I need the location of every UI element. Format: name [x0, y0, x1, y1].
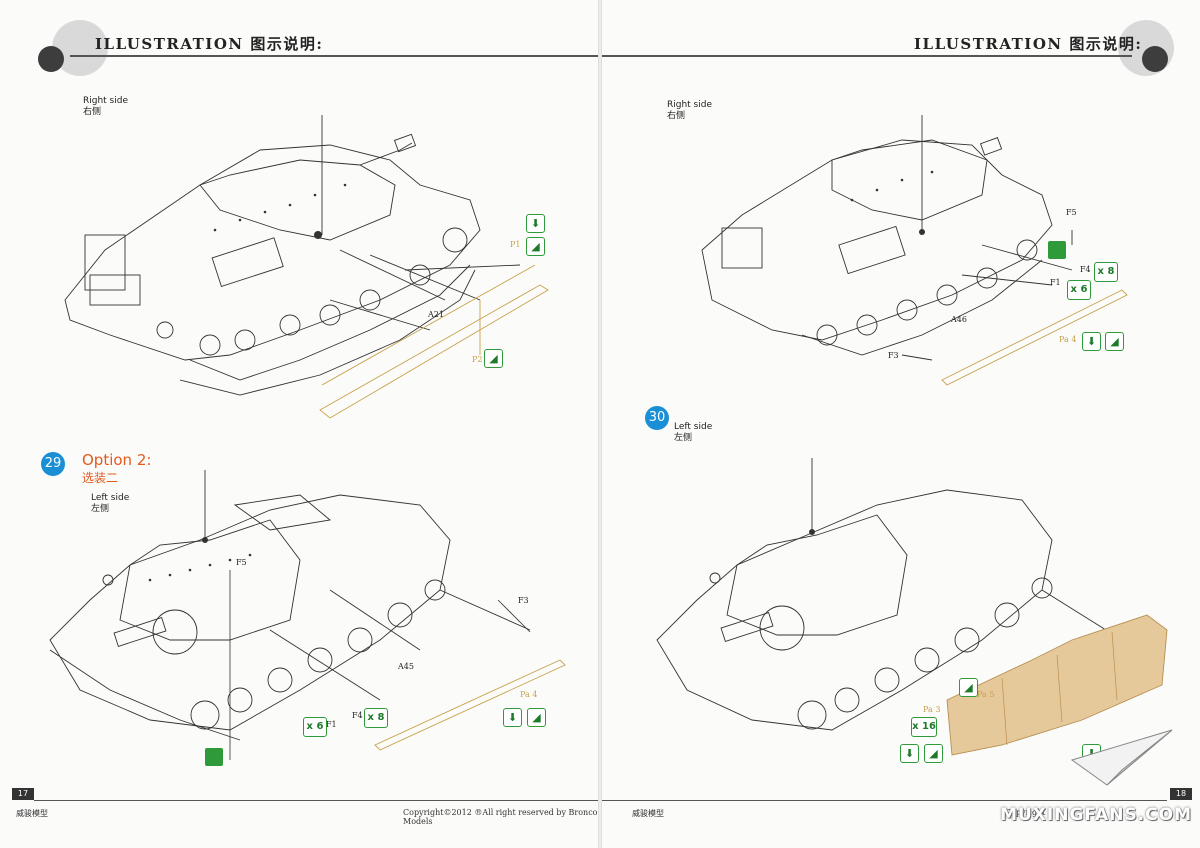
page-title: ILLUSTRATION 图示说明:	[914, 35, 1143, 53]
page-gutter	[598, 0, 602, 848]
side-label-zh: 右侧	[83, 107, 102, 117]
cement-icon	[1048, 241, 1066, 259]
quantity-badge: x 8	[1094, 262, 1118, 282]
tank-illustration-right-side	[64, 115, 549, 419]
quantity-badge: x 6	[1067, 280, 1091, 300]
glue-bottle-icon: ◢	[484, 349, 503, 368]
part-label-pa4: Pa 4	[1059, 335, 1077, 344]
part-label-a45: A45	[398, 662, 414, 671]
side-label-zh: 左侧	[674, 433, 693, 443]
tank-illustration-right-side	[701, 115, 1128, 386]
arrow-down-icon: ⬇	[1082, 332, 1101, 351]
side-label: Right side 右侧	[83, 96, 128, 118]
glue-bottle-icon: ◢	[526, 237, 545, 256]
part-label-p2: P2	[472, 355, 483, 364]
part-label-f3: F3	[888, 351, 899, 360]
option-title-en: Option 2:	[82, 451, 152, 469]
part-label-pa4: Pa 4	[520, 690, 538, 699]
header-rule	[602, 55, 1132, 57]
glue-bottle-icon: ◢	[527, 708, 546, 727]
arrow-down-icon: ⬇	[526, 214, 545, 233]
tank-illustration-left-side	[49, 470, 566, 760]
header-rule	[70, 55, 598, 57]
part-label-f1: F1	[1050, 278, 1061, 287]
footer-copyright: Copyright©2012 ®All right reserved by Br…	[403, 808, 598, 826]
part-label-f1: F1	[326, 720, 337, 729]
quantity-badge: x 6	[303, 717, 327, 737]
header-decor-circle-small	[38, 46, 64, 72]
side-label-en: Left side	[91, 493, 130, 503]
footer-brand: 威骏模型	[16, 809, 48, 818]
side-label-zh: 左侧	[91, 504, 110, 514]
side-label-en: Right side	[667, 100, 712, 110]
part-label-f4: F4	[1080, 265, 1091, 274]
part-label-f5: F5	[236, 558, 247, 567]
quantity-badge: x 16	[911, 717, 937, 737]
footer-copyright: Copyright	[1005, 808, 1046, 817]
footer-rule	[34, 800, 598, 801]
paper-plane-logo	[1070, 729, 1173, 786]
watermark: MUXINGFANS.COM	[1000, 805, 1192, 825]
right-page: ILLUSTRATION 图示说明: Right side 右侧	[602, 0, 1200, 848]
part-label-f4: F4	[352, 711, 363, 720]
option-title: Option 2: 选装二	[82, 451, 151, 486]
part-label-p1: P1	[510, 240, 521, 249]
side-label-en: Right side	[83, 96, 128, 106]
part-label-f5: F5	[1066, 208, 1077, 217]
part-label-f3: F3	[518, 596, 529, 605]
side-label-zh: 右侧	[667, 111, 686, 121]
glue-bottle-icon: ◢	[924, 744, 943, 763]
page-number: 18	[1170, 788, 1192, 800]
cement-icon	[205, 748, 223, 766]
footer-rule	[602, 800, 1167, 801]
header-decor-circle-small	[1142, 46, 1168, 72]
part-label-pa5: Pa 5	[977, 690, 995, 699]
side-label-en: Left side	[674, 422, 713, 432]
step-number-29: 29	[41, 452, 65, 476]
option-title-zh: 选装二	[82, 471, 119, 485]
glue-bottle-icon: ◢	[959, 678, 978, 697]
step-number-30: 30	[645, 406, 669, 430]
part-label-pa3: Pa 3	[923, 705, 941, 714]
tank-illustration-left-side	[656, 458, 1168, 756]
quantity-badge: x 8	[364, 708, 388, 728]
side-label: Left side 左侧	[674, 422, 712, 444]
left-page: ILLUSTRATION 图示说明: Right side 右侧	[0, 0, 598, 848]
arrow-down-icon: ⬇	[503, 708, 522, 727]
side-label: Right side 右侧	[667, 100, 712, 122]
part-label-a21: A21	[428, 310, 444, 319]
page-number: 17	[12, 788, 34, 800]
footer-brand: 威骏模型	[632, 809, 664, 818]
arrow-down-icon: ⬇	[900, 744, 919, 763]
side-label: Left side 左侧	[91, 493, 129, 515]
part-label-a46: A46	[951, 315, 967, 324]
glue-bottle-icon: ◢	[1105, 332, 1124, 351]
page-title: ILLUSTRATION 图示说明:	[95, 35, 324, 53]
